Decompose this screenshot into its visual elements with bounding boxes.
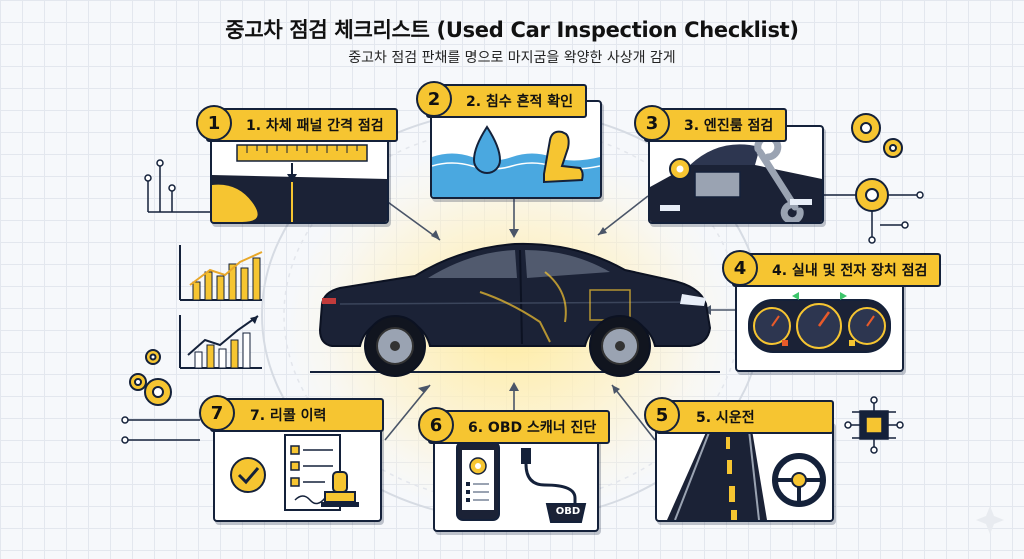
engine-illustration	[650, 133, 822, 222]
recall-illustration	[230, 434, 359, 511]
stamp-icon	[332, 471, 348, 493]
step-4-number: 4	[722, 250, 758, 286]
page-subtitle: 중고차 점검 판채를 명으로 마지굼을 왁양한 사상개 감게	[348, 50, 676, 66]
cable-icon	[524, 463, 577, 504]
bar-chart-icon	[179, 245, 263, 301]
steering-wheel-icon	[772, 453, 826, 507]
road-illustration	[667, 429, 826, 520]
step-1-number: 1	[196, 105, 232, 141]
car-seat-icon	[543, 130, 584, 184]
dashboard-illustration	[748, 292, 891, 353]
step-3-number: 3	[634, 105, 670, 141]
car-illustration	[310, 242, 720, 377]
water-drop-icon	[472, 125, 502, 174]
trend-chart-icon	[179, 315, 262, 369]
chip-icon	[844, 396, 904, 454]
step-7-number: 7	[199, 395, 235, 431]
page-title: 중고차 점검 체크리스트 (Used Car Inspection Checkl…	[225, 18, 799, 42]
step-2-label: 2. 침수 흔적 확인	[426, 84, 587, 118]
obd-connector-text: OBD	[555, 506, 581, 517]
card-test-drive	[655, 420, 834, 522]
step-6-number: 6	[418, 407, 454, 443]
step-4-label: 4. 실내 및 전자 장치 점검	[732, 253, 942, 287]
obd-connector-icon	[545, 503, 587, 523]
step-5-number: 5	[644, 397, 680, 433]
step-6-label: 6. OBD 스캐너 진단	[428, 410, 611, 444]
obd-illustration	[456, 441, 587, 523]
gear-icon-left	[129, 349, 172, 406]
step-2-number: 2	[416, 81, 452, 117]
flood-illustration	[432, 125, 600, 197]
step-1-label: 1. 차체 패널 간격 점검	[206, 108, 398, 142]
card-recall-history	[213, 418, 382, 522]
step-5-label: 5. 시운전	[656, 400, 834, 434]
gear-icon-right	[851, 113, 903, 212]
check-badge-icon	[230, 457, 266, 493]
sparkle-icon	[976, 506, 1004, 534]
step-7-label: 7. 리콜 이력	[210, 398, 384, 432]
panel-gap-illustration	[212, 144, 387, 222]
